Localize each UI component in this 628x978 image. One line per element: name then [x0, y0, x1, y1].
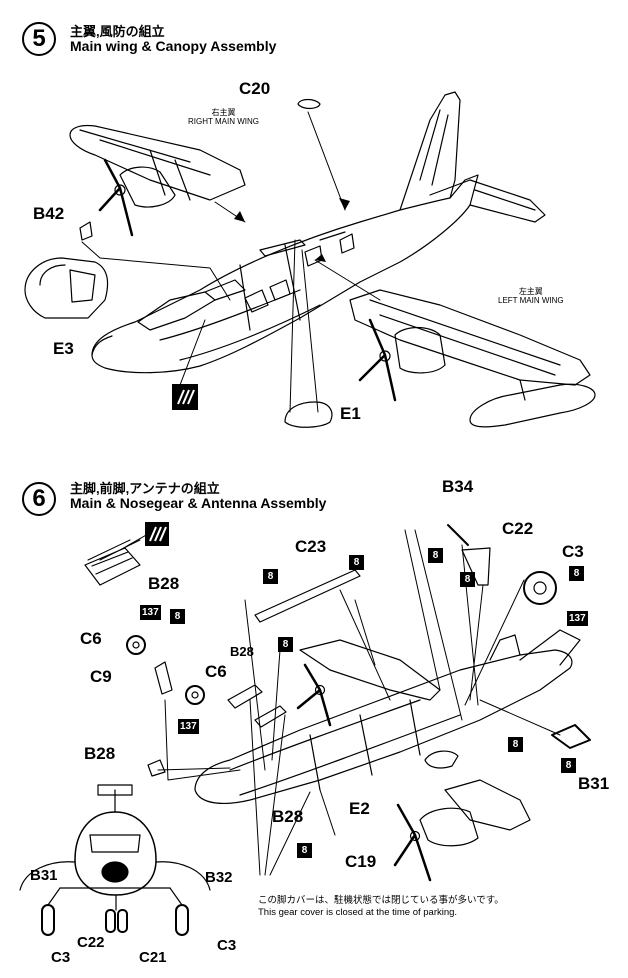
badge-137: 137	[178, 719, 199, 734]
left-wing-label-jp: 左主翼	[518, 287, 543, 296]
step5-title-en: Main wing & Canopy Assembly	[70, 38, 277, 54]
part-label-c9: C9	[90, 667, 112, 686]
part-label-b32-front: B32	[205, 869, 233, 886]
step5-canopy-e3	[24, 257, 109, 319]
part-label-b42: B42	[33, 204, 65, 223]
part-b34-shape	[447, 524, 469, 546]
part-label-e1: E1	[340, 404, 361, 423]
part-label-b34: B34	[442, 477, 474, 496]
right-wing-label-en: RIGHT MAIN WING	[188, 117, 259, 127]
badge-8: 8	[278, 637, 293, 652]
part-e1-shape	[284, 401, 333, 428]
right-wing-label: 右主翼 RIGHT MAIN WING	[188, 108, 259, 126]
part-label-b28-top: B28	[148, 574, 180, 593]
step5-number-badge: 5	[22, 22, 56, 56]
badge-8: 8	[428, 548, 443, 563]
wheel-c3-right	[523, 571, 557, 605]
badge-8: 8	[460, 572, 475, 587]
part-label-c23: C23	[295, 537, 327, 556]
wheel-c6-b	[185, 685, 205, 705]
part-label-c22-front: C22	[77, 934, 105, 951]
badge-137: 137	[567, 611, 588, 626]
part-label-c6-b: C6	[205, 662, 227, 681]
part-label-b28-bottom: B28	[272, 807, 304, 826]
step6-wing	[296, 639, 531, 882]
wheel-c6-a	[126, 635, 146, 655]
step6-leader-lines	[87, 529, 561, 876]
badge-8: 8	[561, 758, 576, 773]
left-wing-label: 左主翼 LEFT MAIN WING	[498, 287, 564, 305]
step5-leader-lines	[81, 111, 381, 413]
left-wing-label-en: LEFT MAIN WING	[498, 296, 564, 306]
badge-137: 137	[140, 605, 161, 620]
badge-8: 8	[170, 609, 185, 624]
part-label-e3: E3	[53, 339, 74, 358]
part-c20-shape	[297, 98, 321, 110]
part-label-c21-front: C21	[139, 949, 167, 966]
step5-right-wing	[69, 124, 246, 237]
part-label-b28-left: B28	[84, 744, 116, 763]
part-label-c3: C3	[562, 542, 584, 561]
badge-8: 8	[349, 555, 364, 570]
part-b31-shape	[551, 724, 591, 749]
part-label-c6-a: C6	[80, 629, 102, 648]
badge-8: 8	[263, 569, 278, 584]
badge-8: 8	[569, 566, 584, 581]
step6-title-en: Main & Nosegear & Antenna Assembly	[70, 495, 327, 511]
part-label-c3-front-right: C3	[217, 937, 237, 954]
right-wing-label-jp: 右主翼	[211, 108, 236, 117]
part-b42-shape	[79, 221, 93, 241]
step6-fuselage	[194, 629, 581, 805]
part-b28-mid2-shape	[254, 705, 287, 728]
part-label-b31-right: B31	[578, 774, 610, 793]
badge-8: 8	[508, 737, 523, 752]
gear-cover-note-en: This gear cover is closed at the time of…	[258, 907, 458, 918]
part-label-c20: C20	[239, 79, 271, 98]
step5-arrowheads	[234, 198, 350, 262]
part-c23-shape	[254, 569, 361, 623]
part-label-b31-front: B31	[30, 867, 58, 884]
part-label-c3-front-left: C3	[51, 949, 71, 966]
step5-left-wing	[349, 289, 596, 428]
part-label-e2: E2	[349, 799, 370, 818]
part-label-c19: C19	[345, 852, 377, 871]
gear-cover-note-jp: この脚カバーは、駐機状態では閉じている事が多いです。	[258, 895, 504, 906]
badge-8: 8	[297, 843, 312, 858]
front-view-nosegear	[19, 784, 211, 936]
step6-title-jp: 主脚,前脚,アンテナの組立	[70, 481, 220, 496]
part-label-b28-mid: B28	[230, 644, 254, 659]
step5-title-jp: 主翼,風防の組立	[70, 24, 165, 39]
step5-fuselage	[91, 91, 546, 374]
decal-swatch-icon-2	[145, 522, 169, 546]
part-b28-mid-shape	[227, 684, 263, 709]
decal-swatch-icon	[172, 384, 198, 410]
part-label-c22: C22	[502, 519, 534, 538]
step6-number-badge: 6	[22, 482, 56, 516]
part-b28-left-shape	[147, 759, 166, 777]
part-c9-shape	[154, 661, 173, 695]
